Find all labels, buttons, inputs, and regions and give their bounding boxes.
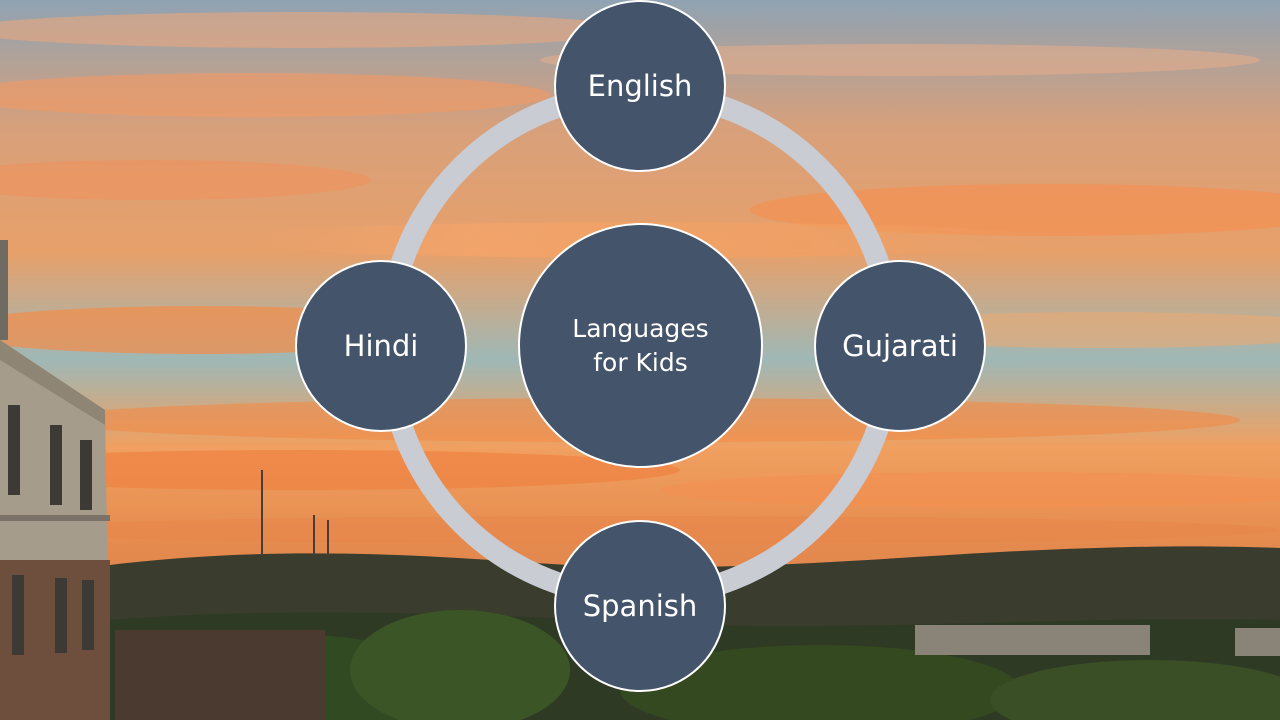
center-node-label: Languages for Kids <box>572 313 709 377</box>
node-gujarati-label: Gujarati <box>842 329 958 363</box>
node-spanish-label: Spanish <box>582 589 698 623</box>
center-node: Languages for Kids <box>518 223 763 468</box>
node-spanish: Spanish <box>554 520 726 692</box>
radio-towers <box>261 470 329 555</box>
node-hindi-label: Hindi <box>343 329 419 363</box>
node-gujarati: Gujarati <box>814 260 986 432</box>
node-english: English <box>554 0 726 172</box>
distant-building <box>115 625 1280 720</box>
node-hindi: Hindi <box>295 260 467 432</box>
left-building <box>0 240 110 720</box>
node-english-label: English <box>587 69 693 103</box>
